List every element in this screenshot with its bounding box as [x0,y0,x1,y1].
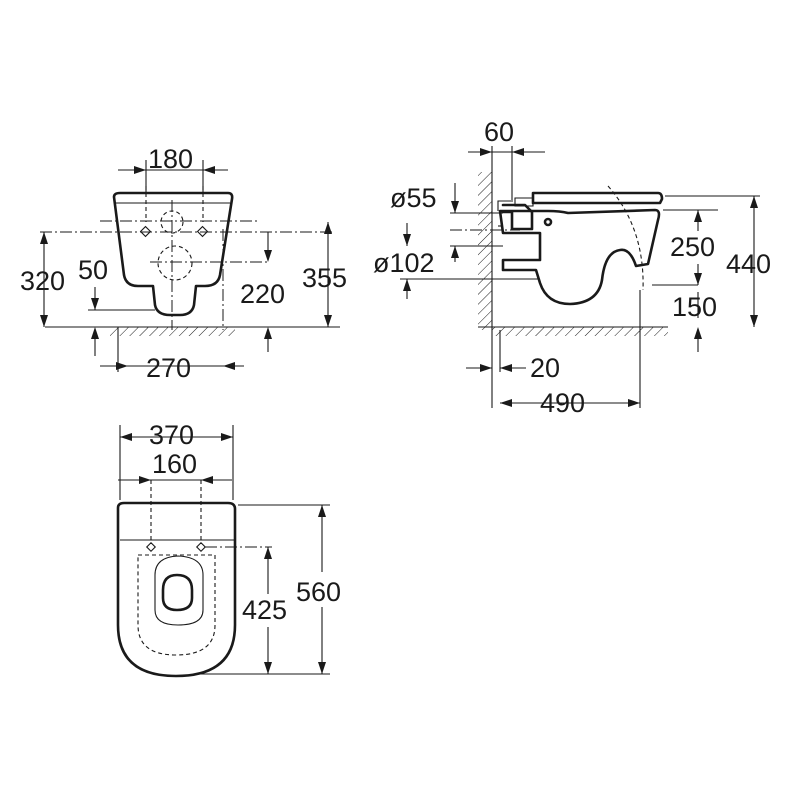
dim-plan-length: 560 [200,504,341,675]
label-270: 270 [146,353,191,383]
plan-outlet [161,573,194,612]
dim-inlet-projection: 60 [468,117,545,200]
dim-outlet-height-side: 150 [672,292,717,352]
label-490: 490 [540,388,585,418]
label-250: 250 [670,232,715,262]
dim-inlet-diameter: ø55 [390,183,459,262]
dim-rim-height: 250 [670,210,715,285]
bolt-right-icon [195,541,207,553]
label-o55: ø55 [390,183,437,213]
label-440: 440 [726,249,771,279]
label-425: 425 [242,595,287,625]
front-view: 180 320 50 220 [20,144,347,383]
label-50: 50 [78,255,108,285]
dim-outlet-height: 220 [240,232,285,352]
dim-outlet-rise: 50 [78,255,155,356]
bolt-left-icon [145,541,157,553]
label-20: 20 [530,353,560,383]
side-view-outline [498,208,661,306]
raised-lid-arc [607,185,644,291]
dim-plan-width: 370 [119,420,234,500]
side-view: 60 ø55 ø102 250 [373,117,771,418]
dim-plan-bolt-to-front: 425 [242,547,287,674]
plan-view-outline [116,501,237,678]
label-220: 220 [240,279,285,309]
label-180: 180 [148,144,193,174]
dim-pan-height: 320 [20,232,65,327]
plan-bowl-opening [154,555,204,626]
label-355: 355 [302,263,347,293]
seat-lid [531,191,664,205]
label-560: 560 [296,577,341,607]
wall [478,172,493,330]
plan-view: 370 160 425 560 [116,420,341,678]
dim-depth: 490 [500,388,640,418]
floor-line [45,326,340,336]
label-160: 160 [152,449,197,479]
dim-outlet-diameter: ø102 [373,223,435,299]
dim-plan-bolt-spacing: 160 [118,449,232,484]
label-150: 150 [672,292,717,322]
label-o102: ø102 [373,248,435,278]
plan-bowl-rim [137,554,216,656]
floor-line-side [478,326,668,336]
front-view-outline [112,191,234,317]
label-60: 60 [484,117,514,147]
inlet-pipe [497,200,513,211]
label-370: 370 [149,420,194,450]
dim-overall-height-side: 440 [726,196,771,327]
label-320: 320 [20,266,65,296]
dim-outlet-offset: 270 [100,327,244,383]
dim-overall-height: 355 [302,222,347,327]
dim-wall-clearance: 20 [466,353,560,383]
hinge-pin [543,217,553,227]
hinge [501,203,534,231]
dim-bolt-width-front: 180 [118,144,228,193]
